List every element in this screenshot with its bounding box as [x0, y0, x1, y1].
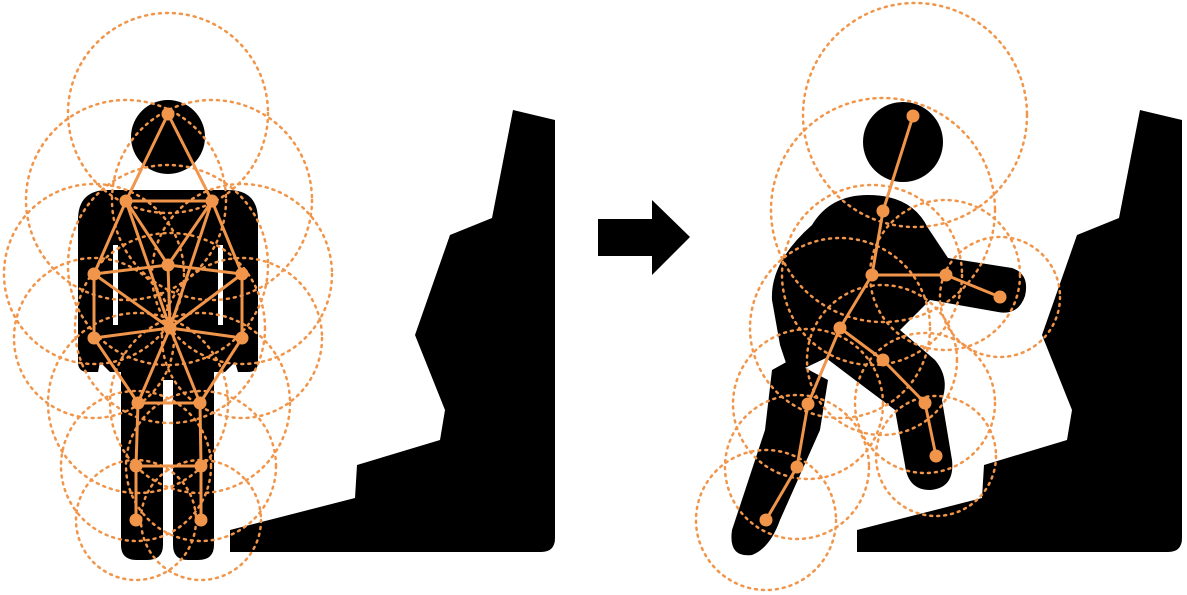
cliff-silhouette-left: [230, 110, 555, 552]
joint-shoulder: [865, 268, 879, 282]
joint-head: [906, 109, 920, 123]
joint-shin-front: [918, 396, 932, 410]
skeleton-joints-left: [87, 107, 249, 527]
receptive-circles-left: [2, 11, 334, 582]
panel-standing: [2, 11, 555, 582]
joint-elbow: [939, 268, 953, 282]
arrow-right-icon: [598, 200, 690, 275]
joint-neck: [876, 204, 890, 218]
joint-hip: [833, 321, 847, 335]
joint-knee-front: [876, 353, 890, 367]
skeleton-edges-right: [764, 114, 1002, 522]
joint-hip-right: [193, 396, 207, 410]
joint-chest: [161, 258, 175, 272]
joint-shoulder-right: [205, 194, 219, 208]
joint-wrist-left: [87, 331, 101, 345]
panel-climbing: [694, 1, 1182, 592]
cliff-silhouette-right: [857, 110, 1182, 552]
receptive-circles-right: [694, 1, 1062, 592]
joint-hand: [993, 290, 1007, 304]
joint-hip-left: [131, 396, 145, 410]
joint-elbow-left: [87, 267, 101, 281]
joint-shin-back: [790, 460, 804, 474]
joint-shoulder-left: [119, 194, 133, 208]
joint-ankle-left: [129, 513, 143, 527]
joint-head: [161, 107, 175, 121]
person-climbing: [731, 102, 1027, 556]
joint-wrist-right: [235, 331, 249, 345]
joint-spine: [163, 321, 177, 335]
joint-knee-left: [129, 459, 143, 473]
skeleton-edges-left: [92, 112, 244, 522]
joint-foot-back: [759, 513, 773, 527]
joint-knee-back: [801, 397, 815, 411]
skeleton-joints-right: [759, 109, 1007, 527]
joint-foot-front: [929, 449, 943, 463]
joint-ankle-right: [194, 513, 208, 527]
joint-knee-right: [194, 459, 208, 473]
joint-elbow-right: [235, 267, 249, 281]
